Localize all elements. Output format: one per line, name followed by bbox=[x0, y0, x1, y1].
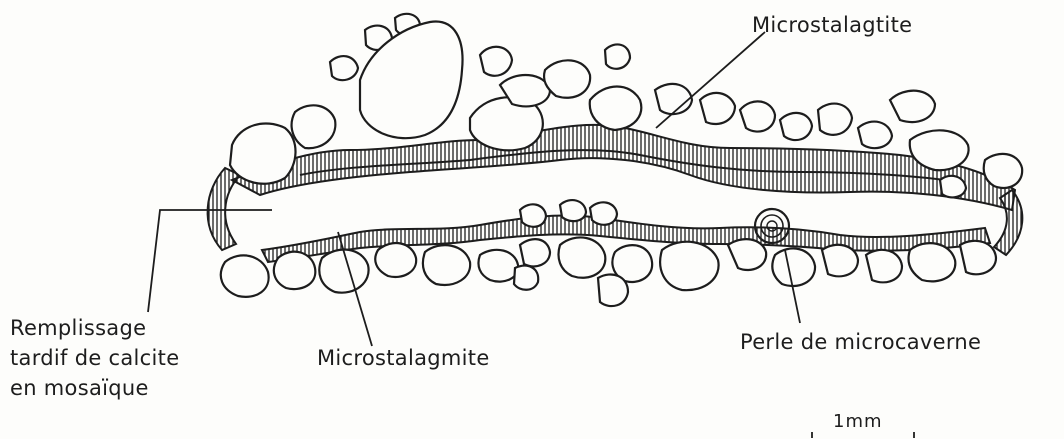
microstalagtite-label: Microstalagtite bbox=[752, 10, 912, 40]
perle-label: Perle de microcaverne bbox=[740, 327, 981, 357]
scale-label: 1mm bbox=[833, 407, 883, 437]
leader-lines bbox=[148, 32, 800, 346]
microstalagmite-label: Microstalagmite bbox=[317, 343, 490, 373]
remplissage-line-3: en mosaïque bbox=[10, 373, 179, 403]
left-meniscus bbox=[208, 168, 240, 250]
remplissage-line-1: Remplissage bbox=[10, 313, 179, 343]
remplissage-line-2: tardif de calcite bbox=[10, 343, 179, 373]
lower-grains bbox=[221, 200, 996, 306]
remplissage-label: Remplissage tardif de calcite en mosaïqu… bbox=[10, 313, 179, 403]
